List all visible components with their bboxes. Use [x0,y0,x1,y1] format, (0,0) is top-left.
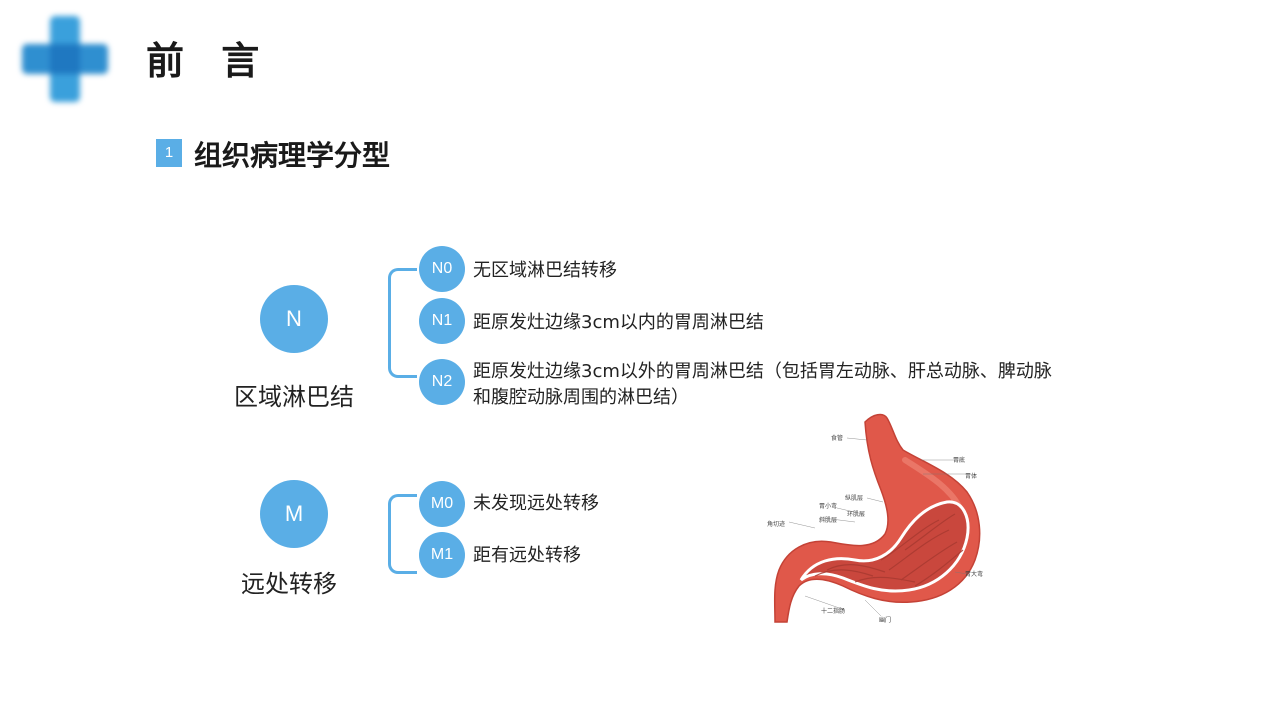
svg-text:幽门: 幽门 [879,616,891,624]
svg-text:纵肌层: 纵肌层 [845,495,863,502]
svg-text:食管: 食管 [831,434,843,442]
svg-text:环肌层: 环肌层 [847,511,865,518]
m-category-label: 远处转移 [241,570,337,598]
m1-node: M1 [419,532,465,578]
n2-node: N2 [419,359,465,405]
m0-text: 未发现远处转移 [473,493,599,514]
medical-cross-logo [20,14,110,104]
svg-text:斜肌层: 斜肌层 [819,516,837,524]
n1-text: 距原发灶边缘3cm以内的胃周淋巴结 [473,312,764,333]
svg-text:十二指肠: 十二指肠 [821,607,845,615]
page-title: 前 言 [146,39,272,83]
n0-text: 无区域淋巴结转移 [473,260,617,281]
section-number-badge: 1 [156,139,182,167]
svg-text:胃小弯: 胃小弯 [819,502,837,510]
m-category-circle: M [260,480,328,548]
m1-text: 距有远处转移 [473,545,581,566]
svg-text:胃体: 胃体 [965,472,977,480]
section-title: 组织病理学分型 [194,139,391,172]
n2-text: 距原发灶边缘3cm以外的胃周淋巴结（包括胃左动脉、肝总动脉、脾动脉和腹腔动脉周围… [473,361,1052,408]
svg-text:胃底: 胃底 [953,456,965,464]
m-bracket [388,494,417,574]
n1-node: N1 [419,298,465,344]
svg-text:角切迹: 角切迹 [767,520,785,528]
n-category-label: 区域淋巴结 [234,383,354,411]
n-bracket [388,268,417,378]
n-category-circle: N [260,285,328,353]
m0-node: M0 [419,481,465,527]
n0-node: N0 [419,246,465,292]
svg-text:胃大弯: 胃大弯 [965,570,983,578]
stomach-anatomy-illustration: 食管 胃底 胃体 纵肌层 环肌层 胃小弯 斜肌层 角切迹 胃大弯 十二指肠 幽门 [767,413,983,624]
